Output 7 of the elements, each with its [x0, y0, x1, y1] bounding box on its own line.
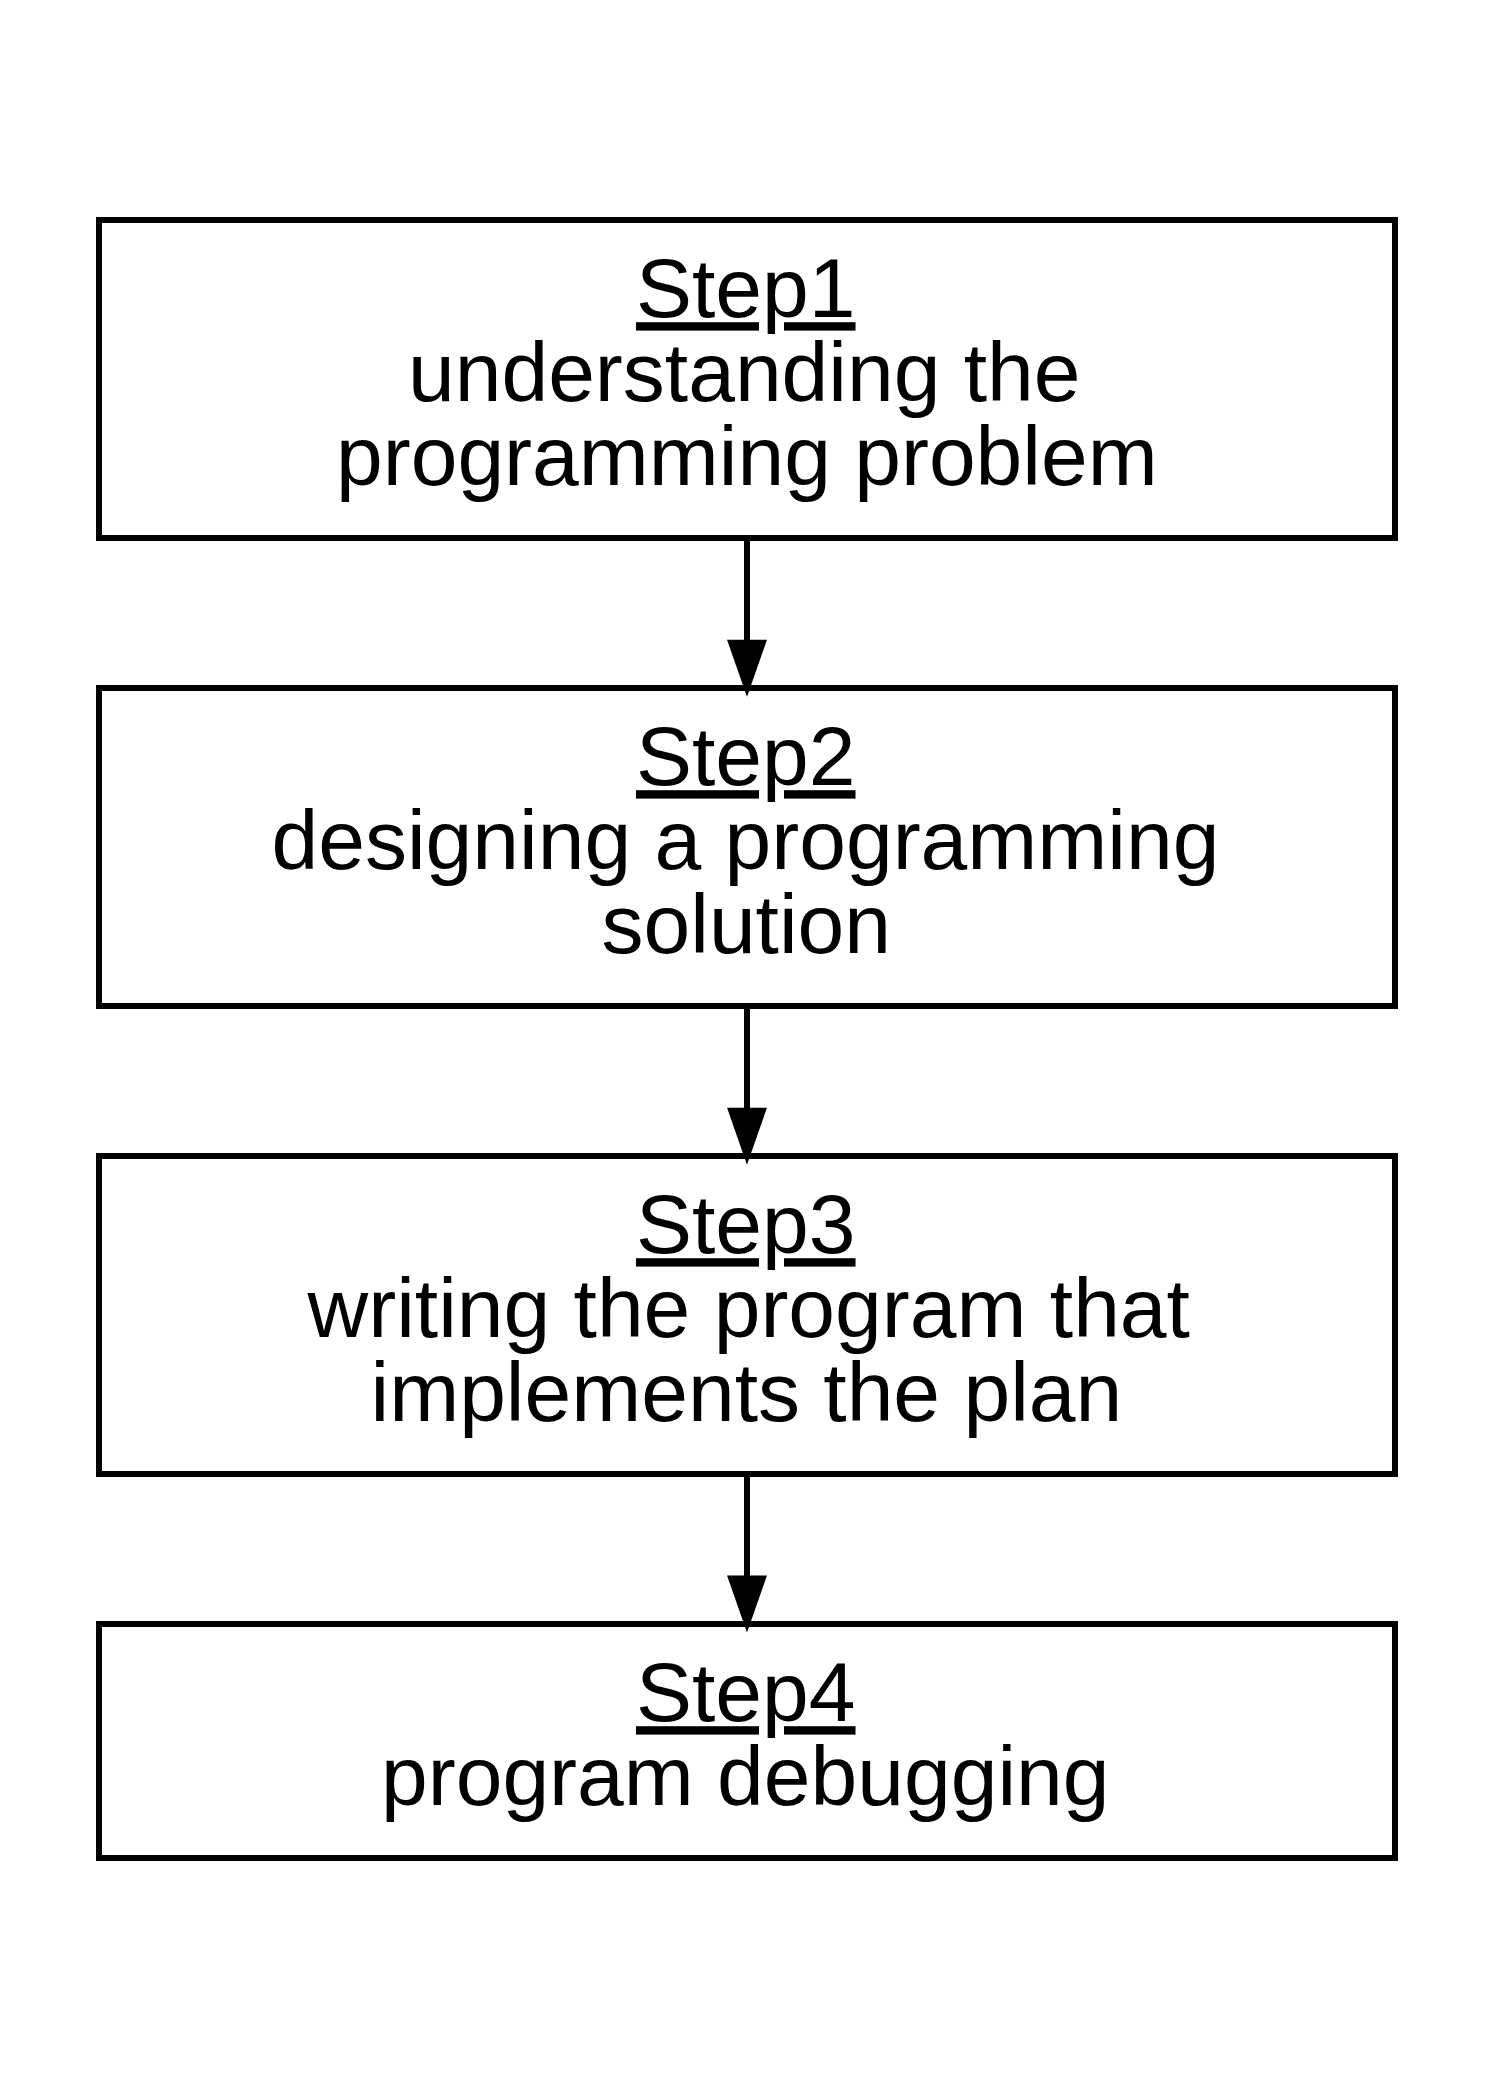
node-box: Step4 program debugging: [95, 1621, 1398, 1861]
arrow: [726, 1474, 767, 1633]
node-box: Step1 understanding the programming problem: [95, 217, 1398, 541]
node-box: Step3 writing the program that implements the plan: [95, 1153, 1398, 1477]
arrow: [726, 538, 767, 697]
arrow: [726, 1006, 767, 1165]
node-box: Step2 designing a programming solution: [95, 685, 1398, 1009]
